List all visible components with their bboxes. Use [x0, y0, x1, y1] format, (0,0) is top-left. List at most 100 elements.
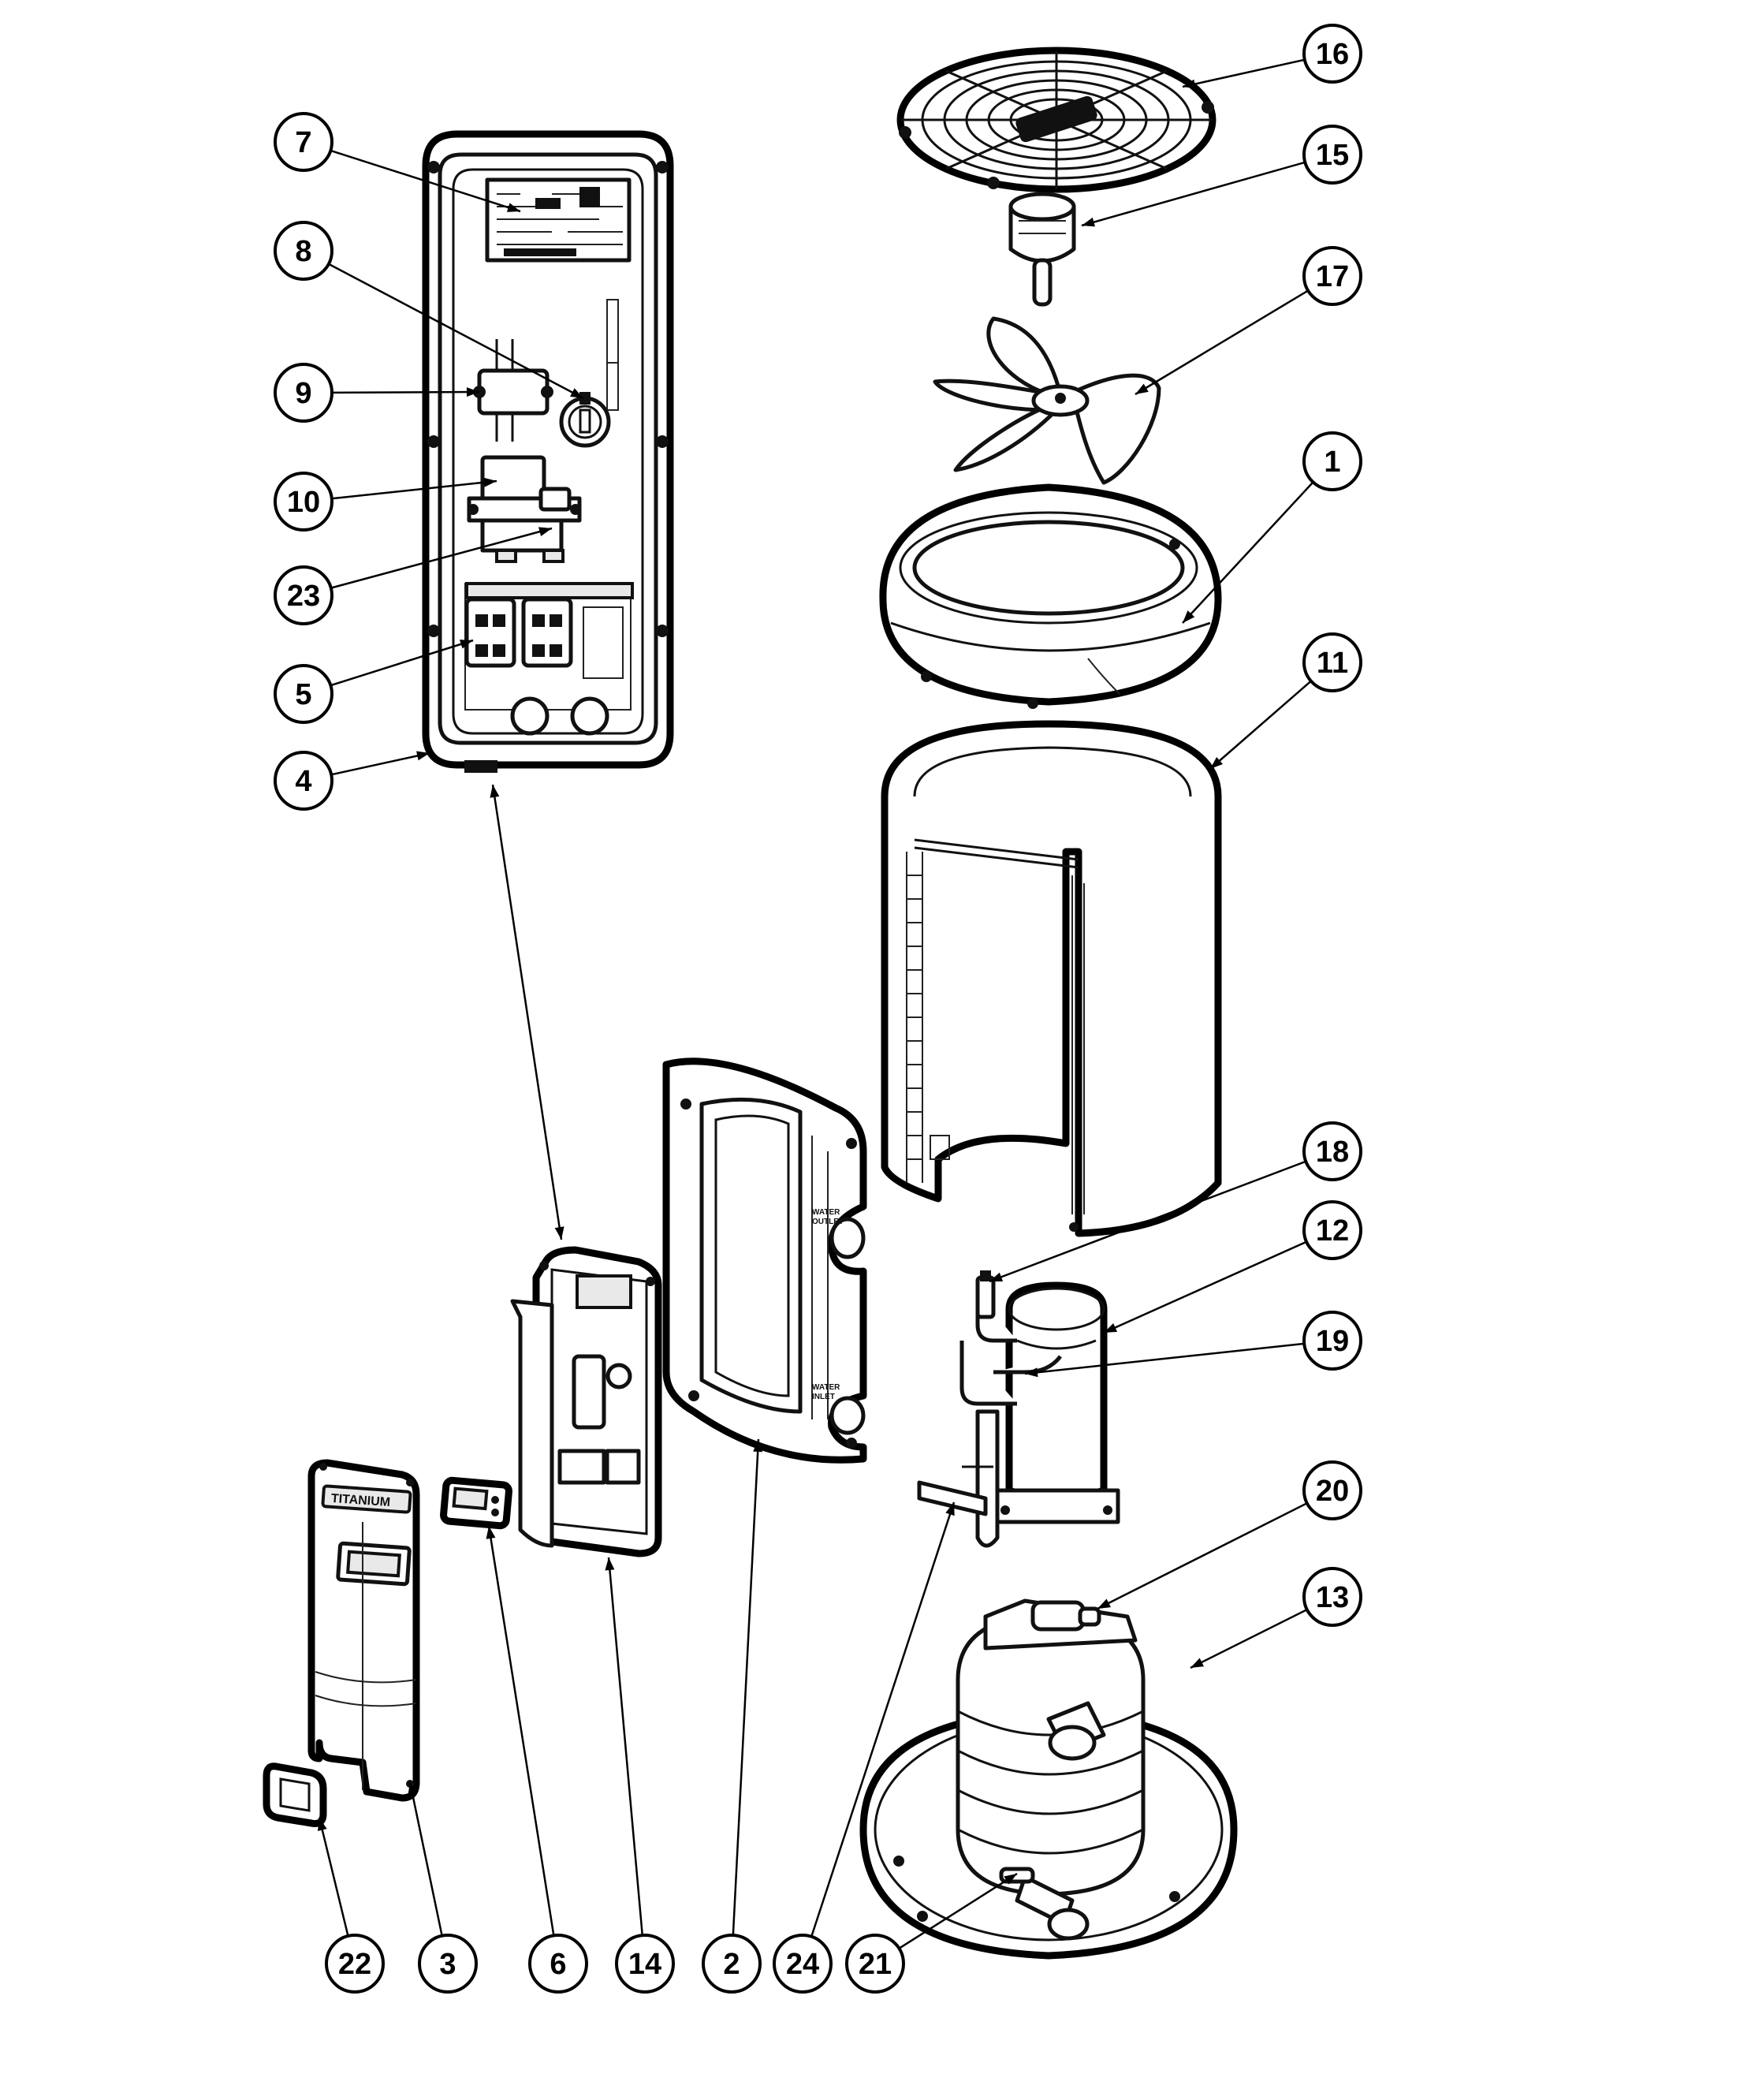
callout-circle: [702, 1934, 762, 1994]
leader-line-refrigerant-line: [1024, 1342, 1305, 1375]
callout-transformer: 23: [274, 565, 333, 625]
callout-number: 21: [859, 1948, 892, 1981]
leader-line-evaporator-coil: [1209, 680, 1312, 770]
front-access-panel: [307, 1459, 420, 1802]
fan-motor: [1008, 192, 1076, 307]
leader-line-drain-fitting: [810, 1501, 956, 1938]
callout-number: 18: [1316, 1136, 1349, 1169]
leader-line-control-panel-assembly: [607, 1557, 644, 1936]
callout-control-board: 7: [274, 112, 333, 172]
callout-evaporator-coil: 11: [1302, 632, 1362, 692]
leader-arrow-control-board: [506, 203, 520, 212]
callout-circle: [274, 472, 333, 532]
leader-arrow-refrigerant-line: [1025, 1367, 1038, 1378]
leader-line-compressor: [1103, 1240, 1307, 1334]
callout-number: 6: [550, 1948, 566, 1981]
side-panel: [662, 1057, 867, 1464]
water-fitting-inlet: [1046, 1701, 1106, 1761]
callout-service-valve: 18: [1302, 1121, 1362, 1181]
callout-number: 13: [1316, 1581, 1349, 1614]
drain-fitting: [917, 1409, 1000, 1548]
water-inlet-label-line2: INLET: [812, 1393, 835, 1401]
callout-number: 15: [1316, 139, 1349, 172]
callout-circle: [1302, 1460, 1362, 1520]
enclosure-to-panel-arrowhead-bottom: [554, 1226, 564, 1240]
leader-line-fan-motor: [1081, 161, 1306, 227]
callout-display-control: 6: [528, 1934, 588, 1994]
callout-base-and-heat-exchanger: 13: [1302, 1567, 1362, 1627]
leader-arrow-display-control: [486, 1526, 496, 1539]
callout-number: 19: [1316, 1325, 1349, 1358]
control-panel-assembly: [510, 1246, 662, 1557]
callout-number: 12: [1316, 1214, 1349, 1248]
leader-line-fan-guard: [1182, 58, 1306, 88]
callout-number: 22: [338, 1948, 371, 1981]
leader-arrow-fan-motor: [1082, 217, 1096, 227]
callout-number: 16: [1316, 38, 1349, 71]
leader-line-service-valve: [989, 1160, 1306, 1283]
leader-arrow-side-panel: [753, 1439, 763, 1453]
leader-arrow-electrical-enclosure: [416, 751, 430, 761]
leader-line-top-cover: [1182, 481, 1314, 624]
service-valve: [975, 1270, 996, 1319]
callout-circle: [1302, 24, 1362, 84]
callout-front-access-panel: 3: [418, 1934, 478, 1994]
callout-circle: [1302, 1311, 1362, 1371]
leader-line-fan-blade: [1135, 289, 1309, 396]
callout-fan-guard: 16: [1302, 24, 1362, 84]
callout-number: 23: [287, 580, 320, 613]
leader-arrow-service-valve: [989, 1272, 1004, 1281]
callout-control-panel-assembly: 14: [615, 1934, 675, 1994]
compressor: [993, 1281, 1120, 1524]
callout-fan-motor: 15: [1302, 125, 1362, 185]
callout-circle: [274, 565, 333, 625]
callout-number: 17: [1316, 260, 1349, 293]
leader-arrow-contactor: [459, 640, 473, 649]
leader-arrow-relay: [466, 387, 479, 397]
leader-arrow-capacitor: [483, 477, 497, 487]
refrigerant-line: [959, 1293, 1062, 1406]
leader-arrow-fan-blade: [1135, 383, 1149, 394]
callout-circle: [528, 1934, 588, 1994]
brand-label: TITANIUM: [330, 1492, 390, 1509]
callout-side-panel: 2: [702, 1934, 762, 1994]
leader-line-base-and-heat-exchanger: [1190, 1608, 1308, 1669]
leader-line-side-panel: [732, 1438, 760, 1936]
leader-line-pressure-switch: [1097, 1502, 1308, 1610]
callout-capacitor: 10: [274, 472, 333, 532]
callout-fan-blade: 17: [1302, 246, 1362, 306]
leader-arrow-evaporator-coil: [1210, 756, 1224, 769]
leader-line-water-sensor: [898, 1872, 1018, 1949]
leader-arrow-pressure-switch-panel: [570, 388, 583, 398]
callout-bezel: 22: [325, 1934, 385, 1994]
bezel: [263, 1762, 327, 1827]
contactor: [464, 582, 634, 679]
callout-circle: [773, 1934, 833, 1994]
callout-number: 11: [1317, 647, 1348, 680]
callout-relay: 9: [274, 363, 333, 423]
leader-line-capacitor: [331, 479, 497, 500]
callout-circle: [1302, 1200, 1362, 1260]
enclosure-to-panel-arrow: [491, 784, 563, 1240]
callout-circle: [274, 751, 333, 811]
callout-circle: [418, 1934, 478, 1994]
callout-number: 24: [786, 1948, 819, 1981]
callout-number: 7: [295, 126, 311, 159]
leader-lines: [317, 58, 1314, 1949]
callout-pressure-switch: 20: [1302, 1460, 1362, 1520]
leader-line-control-board: [330, 149, 521, 213]
callout-circle: [274, 664, 333, 724]
leader-arrow-pressure-switch: [1097, 1598, 1111, 1609]
base-and-heat-exchanger: [859, 1598, 1238, 1960]
callout-compressor: 12: [1302, 1200, 1362, 1260]
leader-line-transformer: [330, 527, 553, 589]
callout-number: 1: [1324, 446, 1340, 479]
top-cover: [879, 483, 1222, 709]
callout-number: 2: [723, 1948, 740, 1981]
callout-circle: [325, 1934, 385, 1994]
leader-line-front-access-panel: [408, 1781, 443, 1937]
callout-number: 8: [295, 235, 311, 268]
water-inlet-label-line1: WATER: [812, 1383, 840, 1392]
enclosure-to-panel-arrowhead-top: [490, 785, 500, 798]
